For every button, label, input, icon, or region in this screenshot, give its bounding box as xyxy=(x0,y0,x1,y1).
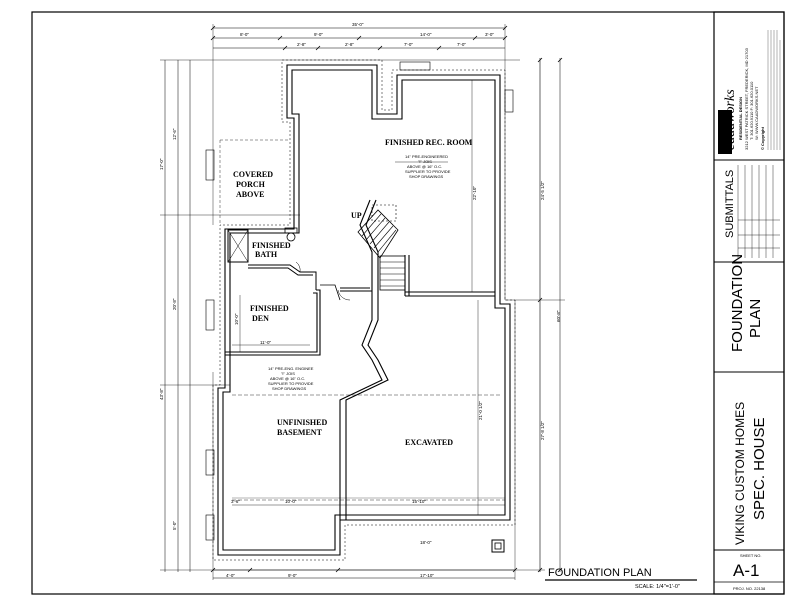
den-door xyxy=(320,284,341,301)
sheet-title-line1: FOUNDATION xyxy=(729,254,746,352)
svg-text:T: 301.620.9110 F: 301.620.0: T: 301.620.9110 F: 301.620.0110 xyxy=(749,81,754,140)
svg-text:11'-0": 11'-0" xyxy=(260,340,272,345)
company-logo: caadworks xyxy=(718,89,738,154)
svg-text:9'-0": 9'-0" xyxy=(314,32,323,37)
label-bath-2: BATH xyxy=(255,250,278,259)
logo-emblem xyxy=(718,110,732,154)
svg-text:SUPPLIER TO PROVIDE: SUPPLIER TO PROVIDE xyxy=(405,169,451,174)
window-well xyxy=(205,514,215,541)
sheet-title-line2: PLAN xyxy=(747,299,764,338)
joist-note-lower: 14" PRE-ENG. ENGINEE "I" JOIS ABOVE @ 16… xyxy=(268,366,314,391)
project-number: PROJ. NO. 22138 xyxy=(733,586,766,591)
svg-text:60'-8": 60'-8" xyxy=(556,310,561,322)
label-porch-1: COVERED xyxy=(233,170,273,179)
project-name-line1: VIKING CUSTOM HOMES xyxy=(733,402,747,545)
copyright-text-lines xyxy=(767,30,781,150)
den-wall xyxy=(225,289,321,356)
label-porch-2: PORCH xyxy=(236,180,266,189)
svg-text:10'-0": 10'-0" xyxy=(234,313,239,325)
svg-text:ABOVE @ 16" O.C.: ABOVE @ 16" O.C. xyxy=(407,164,442,169)
sheet-number: A-1 xyxy=(733,561,759,580)
bath-wall xyxy=(248,264,317,290)
stair xyxy=(357,204,406,291)
label-bath-1: FINISHED xyxy=(252,241,291,250)
label-basement-1: UNFINISHED xyxy=(277,418,327,427)
svg-text:21'-0 1/2": 21'-0 1/2" xyxy=(478,401,483,420)
svg-text:17'-10": 17'-10" xyxy=(420,573,434,578)
svg-text:2'-8": 2'-8" xyxy=(345,42,354,47)
window-well xyxy=(205,149,215,181)
dimension-labels: 35'-0" 8'-0" 9'-0" 14'-0" 3'-0" 2'-8" 2'… xyxy=(159,22,561,578)
svg-text:22'-10": 22'-10" xyxy=(472,186,477,200)
sheet-no-label: SHEET NO. xyxy=(740,553,762,558)
submittals-header: SUBMITTALS xyxy=(724,170,736,238)
svg-text:14" PRE-ENG. ENGINEE: 14" PRE-ENG. ENGINEE xyxy=(268,366,314,371)
svg-text:43'-8": 43'-8" xyxy=(159,388,164,400)
svg-text:10'-0": 10'-0" xyxy=(285,499,297,504)
project-name-line2: SPEC. HOUSE xyxy=(751,417,768,520)
svg-text:24'-5 1/2": 24'-5 1/2" xyxy=(540,181,545,200)
interior-wall-stair-2 xyxy=(345,199,389,520)
toilet xyxy=(286,232,296,242)
footing-outline xyxy=(212,59,516,561)
floor-plan xyxy=(160,24,565,580)
svg-text:20'-8": 20'-8" xyxy=(172,298,177,310)
title-block: caadworks RESIDENTIAL DESIGN 3212 WEST P… xyxy=(714,30,784,591)
svg-text:SHOP DRAWINGS: SHOP DRAWINGS xyxy=(272,386,307,391)
label-basement-2: BASEMENT xyxy=(277,428,323,437)
drawing-title: FOUNDATION PLAN SCALE: 1/4"=1'-0" xyxy=(545,567,697,590)
label-rec-room: FINISHED REC. ROOM xyxy=(385,138,473,147)
dim-ticks xyxy=(210,25,563,573)
svg-text:"I" JOIS: "I" JOIS xyxy=(281,371,295,376)
svg-text:14'-0": 14'-0" xyxy=(420,32,432,37)
svg-text:12'-6": 12'-6" xyxy=(172,128,177,140)
label-up: UP xyxy=(351,211,362,220)
title-block-border xyxy=(713,11,785,595)
label-porch-3: ABOVE xyxy=(236,190,264,199)
svg-text:3'-6": 3'-6" xyxy=(231,499,240,504)
label-excavated: EXCAVATED xyxy=(405,438,453,447)
drawing-title-text: FOUNDATION PLAN xyxy=(548,567,652,579)
svg-text:27'-8 1/2": 27'-8 1/2" xyxy=(540,421,545,440)
svg-text:SHOP DRAWINGS: SHOP DRAWINGS xyxy=(409,174,444,179)
svg-text:4'-0": 4'-0" xyxy=(226,573,235,578)
drawing-scale: SCALE: 1/4"=1'-0" xyxy=(635,584,680,590)
window-well xyxy=(504,89,514,113)
label-den-2: DEN xyxy=(252,314,269,323)
foundation-wall-inner xyxy=(222,69,506,551)
svg-text:RESIDENTIAL DESIGN: RESIDENTIAL DESIGN xyxy=(738,97,743,140)
svg-text:2'-8": 2'-8" xyxy=(297,42,306,47)
room-labels: FINISHED REC. ROOM COVERED PORCH ABOVE F… xyxy=(233,138,473,447)
svg-text:9'-0": 9'-0" xyxy=(288,573,297,578)
window-well xyxy=(399,61,431,71)
shower xyxy=(227,229,249,263)
joist-note-upper: 14" PRE-ENGINEERED "I" JOIS ABOVE @ 16" … xyxy=(395,154,451,179)
svg-text:© Copyright: © Copyright xyxy=(760,126,765,150)
svg-text:"I" JOIS: "I" JOIS xyxy=(418,159,432,164)
svg-text:W: WWW.CAADWORKS.NET: W: WWW.CAADWORKS.NET xyxy=(754,86,759,140)
svg-text:5'-0": 5'-0" xyxy=(172,521,177,530)
submittals-table xyxy=(737,165,780,258)
svg-text:17'-0": 17'-0" xyxy=(159,158,164,170)
dim-top-overall: 35'-0" xyxy=(352,22,364,27)
sheet-border xyxy=(31,11,785,595)
svg-text:7'-0": 7'-0" xyxy=(457,42,466,47)
svg-text:7'-0": 7'-0" xyxy=(404,42,413,47)
company-name: caadworks xyxy=(723,89,738,150)
svg-text:8'-0": 8'-0" xyxy=(240,32,249,37)
svg-text:15'-10": 15'-10" xyxy=(412,499,426,504)
window-well xyxy=(205,299,215,331)
svg-text:SUPPLIER TO PROVIDE: SUPPLIER TO PROVIDE xyxy=(268,381,314,386)
window-well xyxy=(205,449,215,476)
svg-text:ABOVE @ 16" O.C.: ABOVE @ 16" O.C. xyxy=(270,376,305,381)
svg-text:18'-0": 18'-0" xyxy=(420,540,432,545)
svg-text:3212 WEST PATRICK STREET, FRED: 3212 WEST PATRICK STREET, FREDERICK, MD … xyxy=(744,47,749,150)
svg-text:3'-0": 3'-0" xyxy=(485,32,494,37)
sump-pit xyxy=(491,539,505,553)
label-den-1: FINISHED xyxy=(250,304,289,313)
svg-text:14" PRE-ENGINEERED: 14" PRE-ENGINEERED xyxy=(405,154,448,159)
